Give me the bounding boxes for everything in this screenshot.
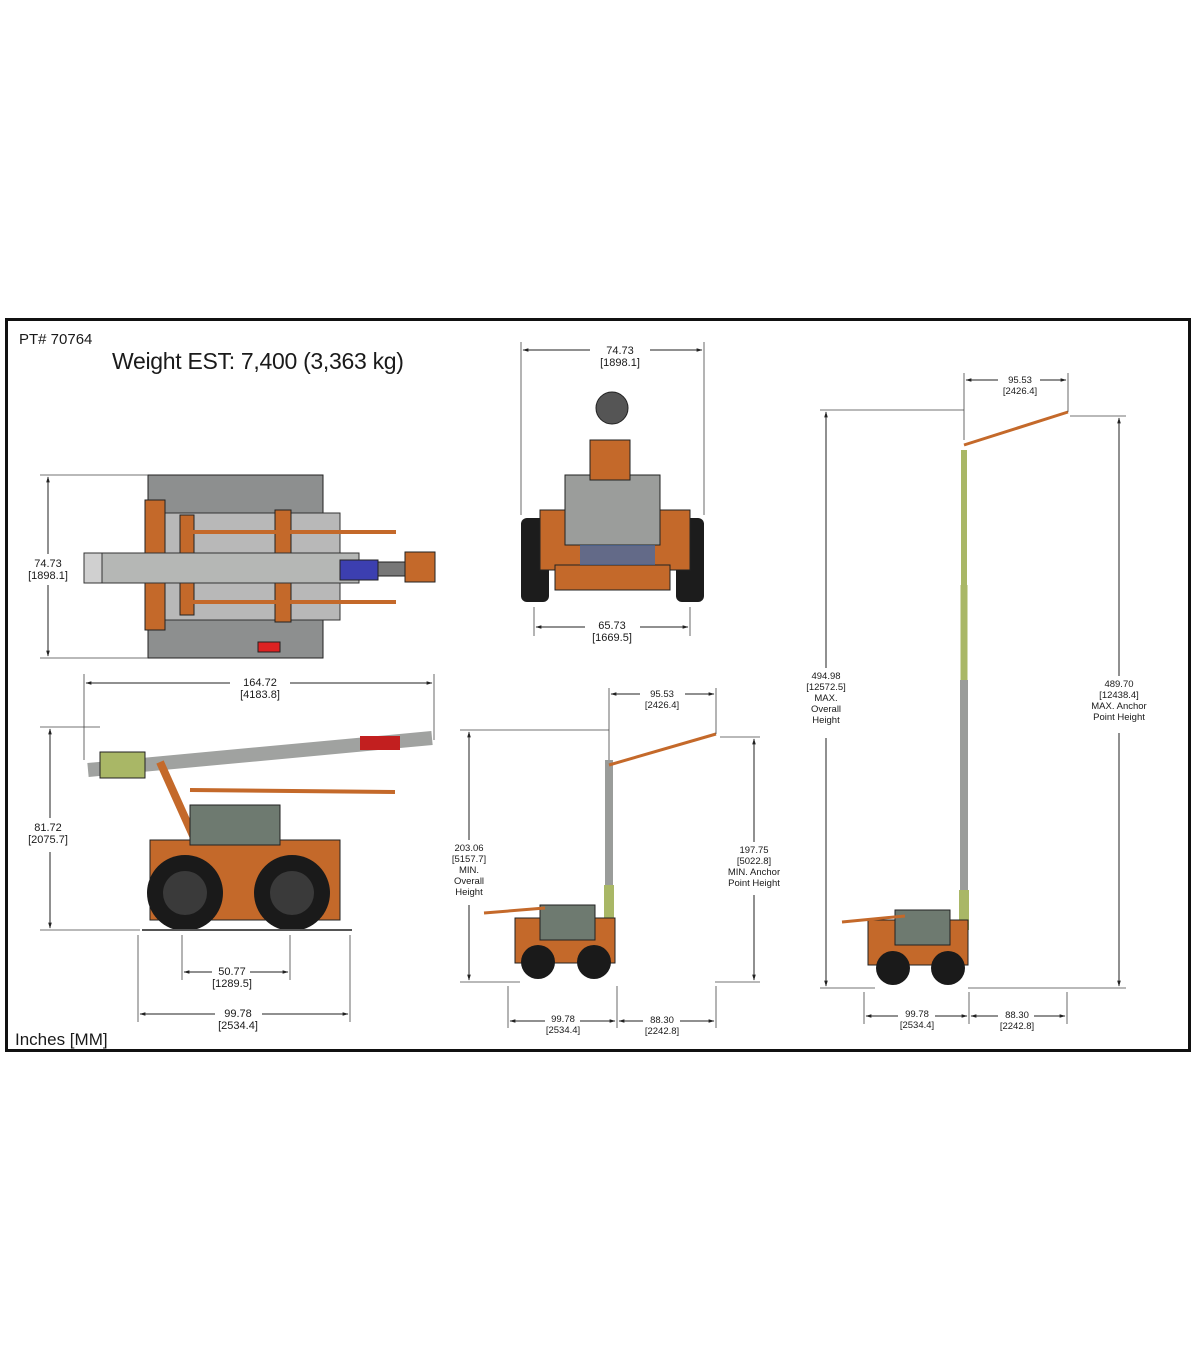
max-height-view-drawing — [841, 410, 1069, 985]
side-view-drawing — [87, 731, 433, 931]
max-view-overhang-label: 88.30[2242.8] — [999, 1010, 1035, 1032]
top-view-drawing — [83, 474, 436, 659]
top-view-dimension-lines — [40, 474, 148, 659]
front-view-drawing — [521, 391, 704, 602]
side-view-wheelbase-label: 50.77[1289.5] — [212, 966, 252, 990]
units-note: Inches [MM] — [15, 1030, 108, 1049]
front-view-track-width-label: 65.73[1669.5] — [592, 620, 632, 644]
min-view-reach-label: 95.53[2426.4] — [644, 689, 680, 711]
max-view-reach-label: 95.53[2426.4] — [1002, 375, 1038, 397]
top-view-width-label: 74.73[1898.1] — [28, 558, 68, 582]
min-view-overhang-label: 88.30[2242.8] — [644, 1015, 680, 1037]
front-view-dimension-lines — [520, 342, 705, 636]
side-view-height-label: 81.72[2075.7] — [28, 822, 68, 846]
min-view-base-length-label: 99.78[2534.4] — [545, 1014, 581, 1036]
side-view-overall-length-label: 164.72[4183.8] — [240, 677, 280, 701]
max-height-view-dimension-lines — [820, 373, 1126, 1024]
side-view-base-length-label: 99.78[2534.4] — [218, 1008, 258, 1032]
min-height-view-drawing — [483, 732, 717, 979]
max-view-base-length-label: 99.78[2534.4] — [899, 1009, 935, 1031]
part-number: PT# 70764 — [19, 331, 93, 348]
side-view-dimension-lines — [40, 674, 435, 1022]
weight-estimate: Weight EST: 7,400 (3,363 kg) — [112, 348, 404, 374]
front-view-overall-width-label: 74.73[1898.1] — [600, 345, 640, 369]
min-height-view-dimension-lines — [460, 688, 760, 1028]
